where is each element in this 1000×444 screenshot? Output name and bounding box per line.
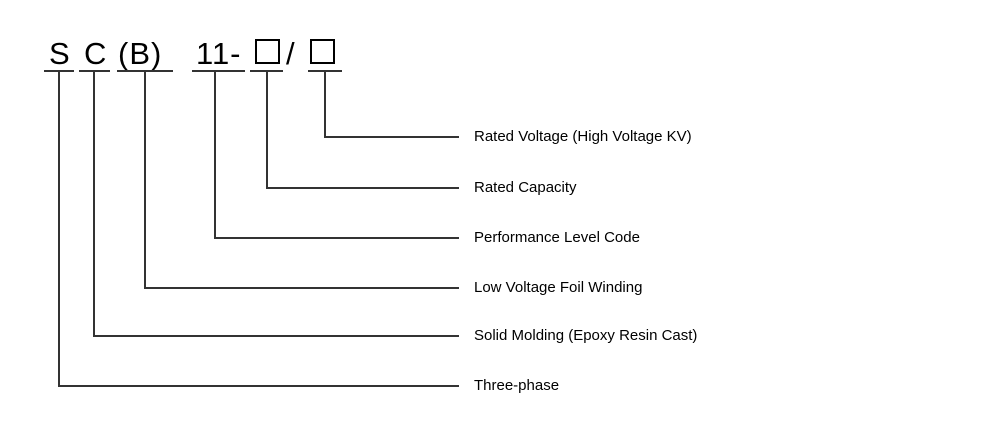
label-solid-molding-epoxy-resin-cast: Solid Molding (Epoxy Resin Cast)	[474, 327, 698, 344]
code-number-11-underline	[192, 70, 245, 72]
capacity-placeholder	[255, 39, 280, 64]
code-number-11: 11-	[196, 36, 242, 71]
code-letter-c: C	[84, 36, 108, 71]
code-number-11-leader-horizontal	[214, 237, 459, 239]
capacity-placeholder-underline	[250, 70, 283, 72]
code-letter-c-leader-horizontal	[93, 335, 459, 337]
code-letter-c-leader-vertical	[93, 72, 95, 337]
code-letter-b-leader-horizontal	[144, 287, 459, 289]
code-letter-b-leader-vertical	[144, 72, 146, 289]
voltage-placeholder-leader-horizontal	[324, 136, 459, 138]
voltage-placeholder-underline	[308, 70, 342, 72]
capacity-placeholder-leader-vertical	[266, 72, 268, 189]
code-letter-s-underline	[44, 70, 74, 72]
code-letter-s: S	[49, 36, 71, 71]
label-three-phase: Three-phase	[474, 377, 560, 394]
voltage-placeholder	[310, 39, 335, 64]
label-low-voltage-foil-winding: Low Voltage Foil Winding	[474, 279, 643, 296]
capacity-placeholder-leader-horizontal	[266, 187, 459, 189]
label-rated-voltage-high-voltage-kv: Rated Voltage (High Voltage KV)	[474, 128, 692, 145]
code-letter-b: (B)	[118, 36, 163, 71]
code-letter-s-leader-vertical	[58, 72, 60, 387]
label-rated-capacity: Rated Capacity	[474, 179, 577, 196]
code-letter-c-underline	[79, 70, 110, 72]
code-separator-slash: /	[286, 36, 296, 71]
label-performance-level-code: Performance Level Code	[474, 229, 640, 246]
code-number-11-leader-vertical	[214, 72, 216, 239]
code-letter-b-underline	[117, 70, 173, 72]
code-letter-s-leader-horizontal	[58, 385, 459, 387]
voltage-placeholder-leader-vertical	[324, 72, 326, 138]
